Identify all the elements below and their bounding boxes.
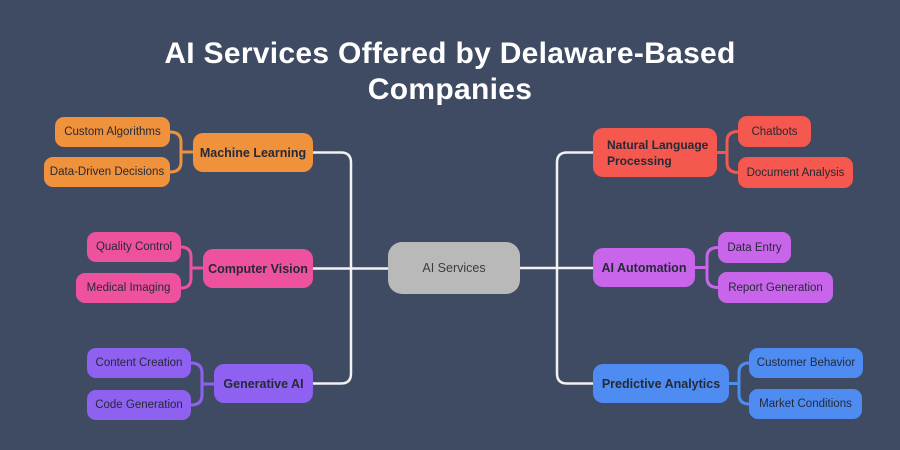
node-generative-ai: Generative AI — [214, 364, 313, 403]
node-machine-learning: Machine Learning — [193, 133, 313, 172]
node-predictive-analytics: Predictive Analytics — [593, 364, 729, 403]
node-ai-automation: AI Automation — [593, 248, 695, 287]
node-ai-services: AI Services — [388, 242, 520, 294]
bracket-machine-learning — [168, 130, 195, 174]
node-document-analysis: Document Analysis — [738, 157, 853, 188]
node-chatbots: Chatbots — [738, 116, 811, 147]
connector-right-trunk — [555, 151, 596, 385]
node-customer-behavior: Customer Behavior — [749, 348, 863, 378]
node-natural-language-processing: Natural Language Processing — [593, 128, 717, 177]
page-title: AI Services Offered by Delaware-Based Co… — [0, 36, 900, 108]
node-custom-algorithms: Custom Algorithms — [55, 117, 170, 147]
node-content-creation: Content Creation — [87, 348, 191, 378]
node-quality-control: Quality Control — [87, 232, 181, 262]
node-data-entry: Data Entry — [718, 232, 791, 263]
page-title-line-1: AI Services Offered by Delaware-Based — [164, 37, 736, 70]
bracket-natural-language-processing — [715, 130, 740, 174]
node-code-generation: Code Generation — [87, 390, 191, 420]
node-computer-vision: Computer Vision — [203, 249, 313, 288]
node-data-driven-decisions: Data-Driven Decisions — [44, 157, 170, 187]
bracket-generative-ai — [189, 361, 216, 407]
page-title-line-2: Companies — [367, 73, 533, 106]
node-report-generation: Report Generation — [718, 272, 833, 303]
node-market-conditions: Market Conditions — [749, 389, 862, 419]
bracket-predictive-analytics — [727, 361, 751, 406]
connector-left-trunk — [311, 151, 353, 385]
bracket-computer-vision — [179, 245, 205, 290]
bracket-ai-automation — [693, 246, 720, 289]
node-medical-imaging: Medical Imaging — [76, 273, 181, 303]
